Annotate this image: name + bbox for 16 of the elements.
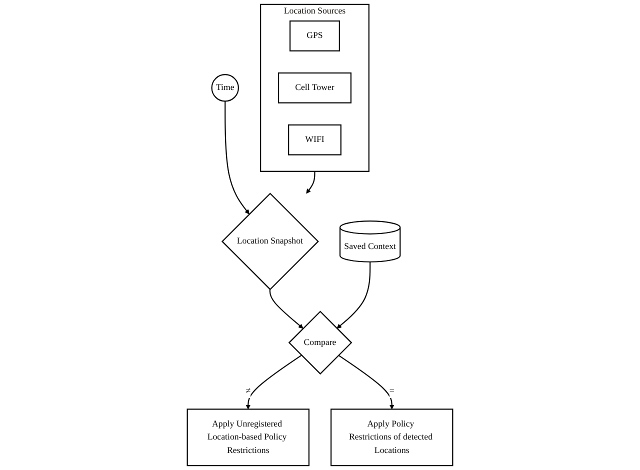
arrow (336, 262, 371, 329)
arrow (306, 171, 316, 194)
node-circle: Time (211, 74, 239, 102)
node-box: Cell Tower (278, 72, 352, 104)
arrow (269, 289, 304, 329)
node-box: WIFI (288, 124, 342, 156)
node-diamond: Compare (288, 310, 352, 375)
arrow (246, 354, 302, 410)
node-box: Apply Unregistered Location-based Policy Restrictions (186, 408, 310, 466)
arrow (338, 354, 394, 410)
node-box: GPS (289, 20, 340, 52)
edge-label: ≠ (246, 386, 251, 396)
edge-label: = (389, 386, 394, 396)
node-box: Apply Policy Restrictions of detected Locations (330, 408, 454, 466)
arrow (224, 101, 250, 214)
node-diamond: Location Snapshot (221, 192, 319, 290)
